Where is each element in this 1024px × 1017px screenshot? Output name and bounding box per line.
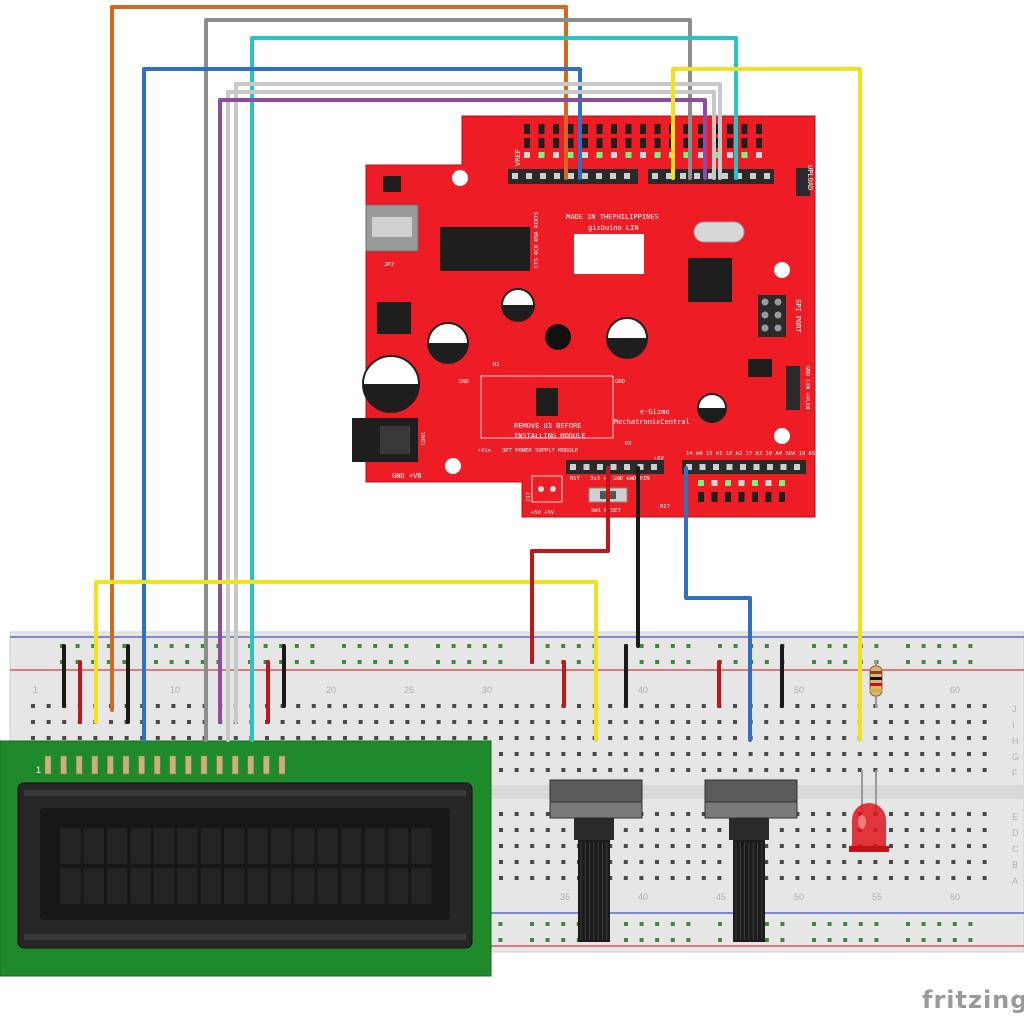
vin-label: +Vin bbox=[478, 448, 491, 454]
wire-silver-1 bbox=[234, 82, 722, 724]
gnd-label: GND bbox=[615, 379, 625, 385]
crystal bbox=[693, 221, 745, 243]
wire-blue-a0 bbox=[684, 466, 752, 742]
u3-chip bbox=[536, 388, 558, 416]
column-number: 35 bbox=[560, 892, 570, 902]
row-letter: H bbox=[1012, 736, 1019, 746]
mounting-hole bbox=[774, 262, 790, 278]
gnd-label: GND bbox=[459, 379, 469, 385]
gizduino-lin-board: JP2 bbox=[352, 115, 829, 518]
j17-label: J17 bbox=[526, 492, 532, 502]
fritzing-watermark: fritzing bbox=[922, 986, 1024, 1014]
wire-purple bbox=[218, 98, 707, 724]
column-number: 20 bbox=[326, 685, 336, 695]
column-number: 30 bbox=[482, 685, 492, 695]
column-number: 40 bbox=[638, 892, 648, 902]
wire-blue-top bbox=[142, 67, 582, 742]
row-letter: D bbox=[1012, 828, 1019, 838]
plus5v-label: +5V bbox=[654, 456, 665, 462]
red-led bbox=[849, 770, 889, 852]
wires bbox=[62, 5, 862, 742]
microcontroller-chip bbox=[688, 258, 732, 302]
brand-label: MechatronixCentral bbox=[614, 418, 690, 426]
row-letter: E bbox=[1012, 812, 1018, 822]
gnd-vb-label: GND +VB bbox=[392, 472, 422, 480]
lcd-16x2-module: 1 bbox=[0, 740, 492, 977]
plus5v-label: +5V +5V bbox=[531, 510, 555, 516]
row-letter: A bbox=[1012, 876, 1018, 886]
wire-red-pwr bbox=[530, 466, 610, 664]
lin-label: GND LIN +VLIN bbox=[804, 366, 810, 409]
regulator-chip bbox=[377, 302, 411, 334]
column-number: 1 bbox=[33, 685, 38, 695]
mounting-hole bbox=[774, 428, 790, 444]
row-letter: G bbox=[1012, 752, 1019, 762]
column-number: 45 bbox=[716, 892, 726, 902]
lcd-pin1-label: 1 bbox=[36, 765, 41, 775]
small-chip bbox=[383, 176, 401, 192]
r17-label: R17 bbox=[660, 504, 670, 510]
u3-module-outline bbox=[480, 375, 614, 439]
vref-label: VREF bbox=[514, 149, 522, 166]
serial-label-box bbox=[574, 234, 644, 274]
made-in-label: MADE IN THEPHILIPPINES bbox=[566, 213, 659, 221]
row-letter: I bbox=[1012, 720, 1015, 730]
column-number: 60 bbox=[950, 892, 960, 902]
buzzer bbox=[545, 324, 571, 350]
rst-label: RST bbox=[570, 476, 581, 482]
row-letter: B bbox=[1012, 860, 1018, 870]
con1-label: CON1 bbox=[421, 432, 427, 445]
column-number: 50 bbox=[794, 892, 804, 902]
row-letter: J bbox=[1012, 704, 1017, 714]
j17-header bbox=[531, 475, 563, 503]
row-letter: F bbox=[1012, 768, 1018, 778]
wire-silver-2 bbox=[226, 90, 716, 742]
mounting-hole bbox=[445, 458, 461, 474]
power-pin-labels: 3v3 +5 GND GND VIN bbox=[590, 476, 650, 482]
column-number: 50 bbox=[794, 685, 804, 695]
wire-yellow-top bbox=[671, 67, 862, 742]
mounting-hole bbox=[452, 170, 468, 186]
lin-header bbox=[786, 366, 800, 410]
wire-yellow-lcd bbox=[94, 580, 598, 742]
jp2-label: JP2 bbox=[384, 262, 394, 268]
lcd-character-grid bbox=[59, 827, 433, 905]
column-number: 25 bbox=[404, 685, 414, 695]
upload-label: UPLOAD bbox=[806, 165, 814, 190]
resistor bbox=[869, 660, 883, 708]
model-label: gizDuino LIN bbox=[588, 224, 639, 232]
opt-power-label: OPT POWER SUPPLY MODULE bbox=[502, 448, 578, 454]
r2-label: R2 bbox=[493, 362, 500, 368]
potentiometer-1[interactable] bbox=[549, 779, 643, 942]
analog-pin-labels: 14 A0 15 A1 16 A2 17 A3 18 A4 SDA 19 A5 … bbox=[686, 451, 829, 457]
row-letter: C bbox=[1012, 844, 1019, 854]
upload-header bbox=[796, 168, 810, 196]
column-number: 10 bbox=[170, 685, 180, 695]
column-number: 40 bbox=[638, 685, 648, 695]
spi-port-label: SPI PORT bbox=[794, 299, 802, 334]
serial-label: CTS DCD DSR RIRTS bbox=[534, 212, 540, 268]
potentiometer-2[interactable] bbox=[704, 779, 798, 942]
column-number: 55 bbox=[872, 892, 882, 902]
usb-chip bbox=[440, 227, 530, 271]
small-chip bbox=[748, 359, 772, 377]
r3-label: R3 bbox=[625, 441, 632, 447]
remove-note: REMOVE U3 BEFORE bbox=[514, 422, 581, 430]
column-number: 60 bbox=[950, 685, 960, 695]
wire-cyan bbox=[250, 36, 738, 742]
brand-label: e-Gizmo bbox=[640, 408, 670, 416]
remove-note: INSTALLING MODULE bbox=[514, 432, 586, 440]
